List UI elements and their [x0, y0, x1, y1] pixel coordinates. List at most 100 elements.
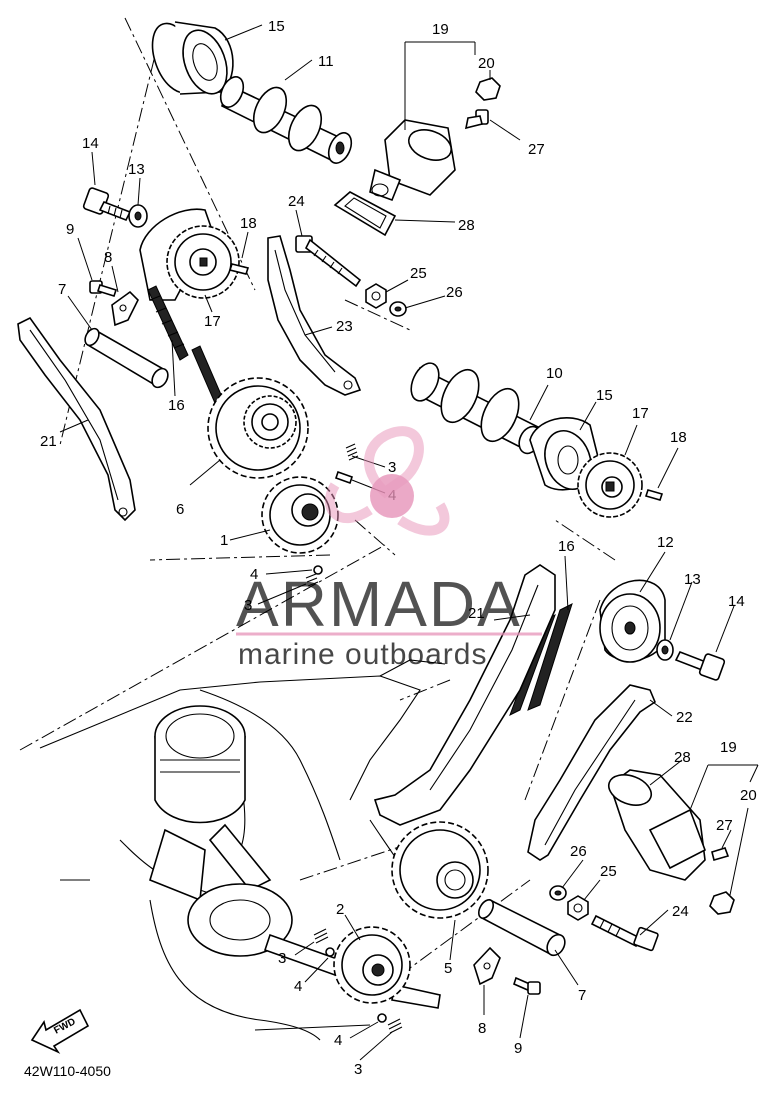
gear-2 — [333, 926, 411, 1004]
callout-3-d: 3 — [354, 1061, 362, 1078]
chain-guide-22 — [527, 684, 656, 861]
nut-25-right — [567, 895, 589, 921]
callout-28: 28 — [458, 217, 475, 234]
callout-11: 11 — [318, 53, 334, 70]
callout-21-b: 21 — [468, 605, 485, 622]
callout-19: 19 — [432, 21, 449, 38]
tensioner-assembly-19-top — [369, 119, 456, 202]
callout-14-b: 14 — [728, 593, 745, 610]
watermark: ARMADA marine outboards — [236, 426, 542, 671]
pin-4c — [325, 947, 335, 957]
washer-26-top — [389, 301, 407, 317]
callout-13-b: 13 — [684, 571, 701, 588]
pin-18-top — [228, 263, 250, 275]
crankcase-outline — [39, 659, 446, 1041]
callout-8: 8 — [104, 249, 112, 266]
cam-sprocket-17-top — [139, 208, 240, 301]
callout-18-b: 18 — [670, 429, 687, 446]
callout-24-b: 24 — [672, 903, 689, 920]
pin-4b — [313, 565, 323, 575]
tensioner-pin-7-top — [84, 327, 169, 389]
spring-3b — [305, 573, 319, 587]
washer-13-right — [656, 639, 674, 661]
leader-lines — [59, 24, 759, 1061]
sprocket-12 — [599, 579, 666, 663]
gear-1 — [261, 476, 339, 554]
callout-28-b: 28 — [674, 749, 691, 766]
tensioner-pin-7-bottom — [477, 898, 566, 957]
callout-4-c: 4 — [294, 978, 302, 995]
callout-21: 21 — [40, 433, 57, 450]
callout-15: 15 — [268, 18, 285, 35]
callout-3: 3 — [388, 459, 396, 476]
callout-3-b: 3 — [244, 597, 252, 614]
callout-27-b: 27 — [716, 817, 733, 834]
callout-15-b: 15 — [596, 387, 613, 404]
screw-9-bottom — [513, 976, 541, 995]
callout-5: 5 — [444, 960, 452, 977]
camshaft-10 — [410, 362, 542, 455]
cam-sprocket-17-right — [577, 452, 643, 518]
bolt-20-right — [709, 891, 735, 915]
spring-3c — [313, 928, 329, 944]
bearing-15-top — [151, 21, 234, 95]
bolt-14-right — [674, 650, 726, 681]
callout-22: 22 — [676, 709, 693, 726]
screw-9-top — [89, 280, 118, 297]
washer-26-right — [549, 885, 567, 901]
callout-17-b: 17 — [632, 405, 649, 422]
callout-7-b: 7 — [578, 987, 586, 1004]
callout-26-b: 26 — [570, 843, 587, 860]
callout-3-c: 3 — [278, 950, 286, 967]
callout-8-b: 8 — [478, 1020, 486, 1037]
callout-25: 25 — [410, 265, 427, 282]
bolt-27-right — [711, 847, 730, 861]
bolt-27-top — [464, 109, 489, 130]
gear-5 — [391, 821, 489, 919]
piston — [154, 705, 246, 824]
camshaft-11 — [219, 76, 353, 164]
callout-27: 27 — [528, 141, 545, 158]
bolt-20-top — [475, 77, 501, 101]
callout-4-d: 4 — [334, 1032, 342, 1049]
callout-20-b: 20 — [740, 787, 757, 804]
chain-guide-21-right — [373, 564, 556, 826]
gasket-28-top — [333, 191, 397, 237]
callout-7: 7 — [58, 281, 66, 298]
callout-9-b: 9 — [514, 1040, 522, 1057]
gear-6 — [207, 377, 309, 479]
callout-1: 1 — [220, 532, 228, 549]
chain-guide-21-left — [17, 316, 136, 522]
callout-12: 12 — [657, 534, 674, 551]
bolt-14-top — [82, 187, 132, 222]
callout-13: 13 — [128, 161, 145, 178]
tensioner-bolt-24-top — [295, 235, 362, 288]
callout-6: 6 — [176, 501, 184, 518]
tensioner-assembly-19-right — [607, 769, 706, 881]
chain-guide-23 — [267, 235, 362, 396]
fwd-arrow-icon: FWD — [30, 1008, 90, 1054]
spring-3a — [345, 443, 359, 461]
tensioner-bolt-24-right — [590, 914, 659, 952]
callout-18: 18 — [240, 215, 257, 232]
plate-8-top — [111, 290, 139, 327]
watermark-propeller-icon — [325, 426, 450, 536]
callout-25-b: 25 — [600, 863, 617, 880]
callout-17: 17 — [204, 313, 221, 330]
callout-23: 23 — [336, 318, 353, 335]
pin-4a — [334, 470, 354, 485]
callout-9: 9 — [66, 221, 74, 238]
callout-19-b: 19 — [720, 739, 737, 756]
washer-13-top — [128, 204, 148, 228]
callout-24: 24 — [288, 193, 305, 210]
drawing-code: 42W110-4050 — [24, 1063, 111, 1079]
callout-10: 10 — [546, 365, 563, 382]
callout-26: 26 — [446, 284, 463, 301]
callout-14: 14 — [82, 135, 99, 152]
callout-numbers: 15 11 19 20 27 28 14 13 9 8 7 18 24 25 2… — [40, 18, 757, 1078]
watermark-brand: ARMADA — [236, 568, 522, 640]
callout-16-b: 16 — [558, 538, 575, 555]
callout-4-b: 4 — [250, 566, 258, 583]
plate-8-bottom — [473, 946, 501, 986]
